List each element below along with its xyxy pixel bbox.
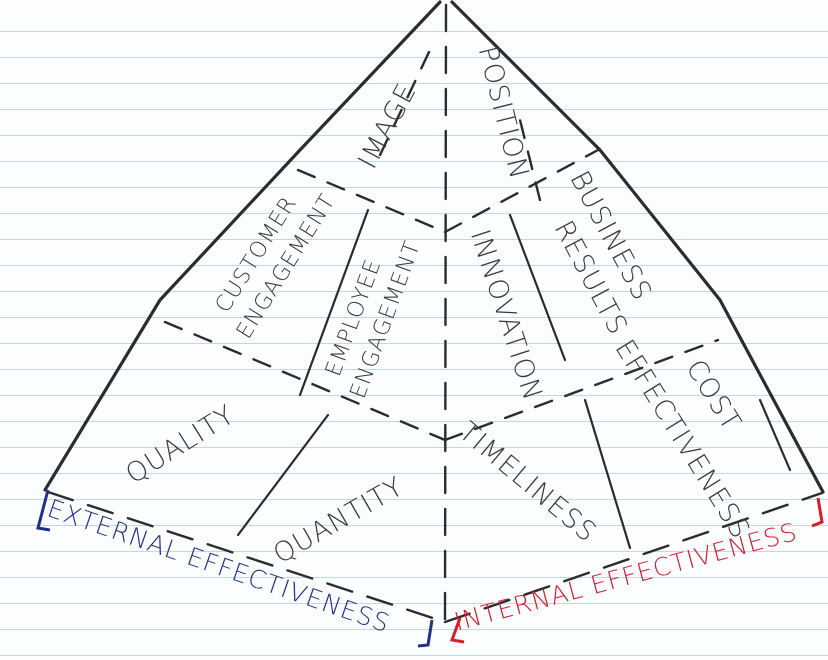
external-bracket-left (36, 489, 51, 532)
divider-top-right (443, 148, 600, 234)
pyramid-center-edge (443, 3, 448, 622)
pyramid-left-edge (43, 0, 442, 492)
segment-cost-effectiveness: COST EFFECTIVENESS (609, 334, 756, 544)
divider-low-right-solid (583, 398, 632, 550)
segment-employee-engagement: EMPLOYEE ENGAGEMENT (321, 238, 426, 402)
internal-bracket-left (449, 617, 465, 644)
axis-brackets (36, 489, 824, 648)
divider-upper-right-diag (518, 118, 542, 202)
segment-label-effectiveness: EFFECTIVENESS (609, 334, 756, 544)
segment-label-image: IMAGE (352, 78, 423, 174)
divider-top-left (296, 168, 447, 234)
segment-label-innovation: INNOVATION (464, 226, 549, 405)
segment-customer-engagement: CUSTOMER ENGAGEMENT (211, 190, 341, 344)
segment-label-timeliness: TIMELINESS (453, 416, 603, 549)
pyramid-front-right-base (443, 491, 824, 624)
divider-middle-right (443, 338, 720, 442)
pyramid-outline (43, 0, 825, 624)
segment-label-quantity: QUANTITY (268, 471, 409, 570)
divider-middle-left (163, 320, 447, 442)
pyramid-front-left-base (46, 490, 447, 624)
divider-upper-left-diag (378, 48, 432, 157)
segment-label-quality: QUALITY (120, 399, 240, 490)
divider-low-left-solid (236, 413, 330, 537)
divider-right-small (758, 398, 792, 472)
pyramid-right-edge (450, 0, 825, 494)
divider-mid-right-solid (508, 213, 567, 362)
segment-label-position: POSITION (472, 43, 535, 183)
external-bracket-right (417, 619, 434, 648)
divider-mid-left-solid (298, 208, 370, 397)
internal-bracket-right (811, 497, 824, 528)
segment-dividers (163, 48, 792, 550)
segment-business-results: BUSINESS RESULTS (548, 166, 658, 340)
